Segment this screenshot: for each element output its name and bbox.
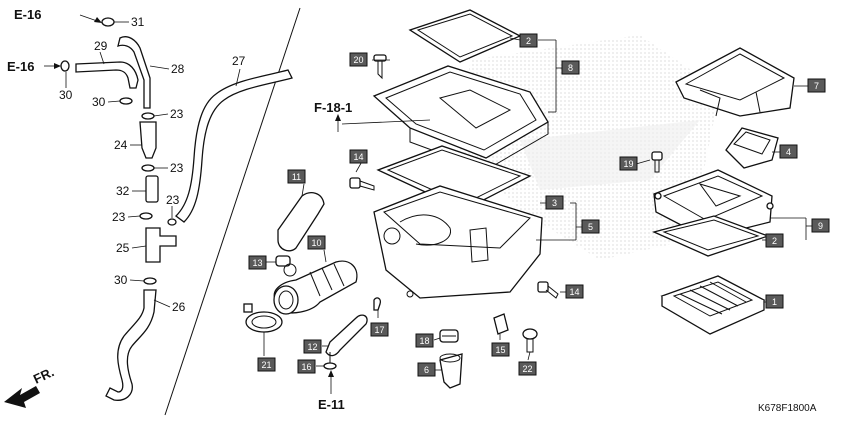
label-32: 32 <box>116 184 130 198</box>
boxed-label-6: 6 <box>417 362 436 377</box>
label-24: 24 <box>114 138 128 152</box>
boxed-label-5: 5 <box>581 219 600 234</box>
svg-text:12: 12 <box>307 342 317 352</box>
ref-e16-left: E-16 <box>7 59 34 74</box>
screw-20 <box>373 54 387 80</box>
boxed-label-20: 20 <box>349 52 368 67</box>
boxed-label-4: 4 <box>779 144 798 159</box>
tube-12 <box>325 314 368 357</box>
boxed-label-2-top: 2 <box>519 33 538 48</box>
label-31: 31 <box>131 15 145 29</box>
svg-text:10: 10 <box>311 238 321 248</box>
svg-text:6: 6 <box>424 365 429 375</box>
label-25: 25 <box>116 241 130 255</box>
boxed-label-21: 21 <box>257 357 276 372</box>
svg-text:20: 20 <box>353 55 363 65</box>
svg-text:2: 2 <box>526 36 531 46</box>
svg-text:21: 21 <box>261 360 271 370</box>
svg-text:7: 7 <box>814 81 819 91</box>
svg-text:17: 17 <box>374 325 384 335</box>
boxed-label-8: 8 <box>561 60 580 75</box>
boxed-label-14-upper: 14 <box>349 149 368 164</box>
drain-plug-6 <box>439 353 463 389</box>
label-23b: 23 <box>170 161 184 175</box>
svg-text:15: 15 <box>495 345 505 355</box>
air-filter-element-1 <box>660 275 766 335</box>
bolt-19 <box>651 151 663 173</box>
element-housing-9 <box>653 169 774 240</box>
air-cleaner-case-5 <box>373 185 543 299</box>
boxed-label-3: 3 <box>545 195 564 210</box>
ref-fr: FR. <box>31 364 56 386</box>
label-29: 29 <box>94 39 108 53</box>
boxed-label-10: 10 <box>307 235 326 250</box>
boxed-label-7: 7 <box>807 78 826 93</box>
clamp-18 <box>439 329 459 343</box>
label-30b: 30 <box>92 95 106 109</box>
label-28: 28 <box>171 62 185 76</box>
label-26: 26 <box>172 300 186 314</box>
front-direction-arrow: FR. <box>4 364 56 408</box>
intake-housing-7 <box>675 47 795 117</box>
clip-13 <box>275 255 297 277</box>
label-27: 27 <box>232 54 246 68</box>
label-30a: 30 <box>59 88 73 102</box>
hose-27 <box>175 69 293 223</box>
label-23d: 23 <box>112 210 126 224</box>
clip-15 <box>493 313 509 335</box>
svg-text:8: 8 <box>568 63 573 73</box>
boxed-label-13: 13 <box>248 255 267 270</box>
svg-text:4: 4 <box>786 147 791 157</box>
bolt-14-lower <box>537 281 559 299</box>
svg-text:14: 14 <box>353 152 363 162</box>
svg-text:18: 18 <box>419 336 429 346</box>
boxed-label-2-right: 2 <box>765 233 784 248</box>
leader-lines-left <box>65 21 241 308</box>
svg-text:19: 19 <box>623 159 633 169</box>
clip-17 <box>373 297 382 311</box>
svg-text:22: 22 <box>522 364 532 374</box>
boxed-label-17: 17 <box>370 322 389 337</box>
boxed-label-22: 22 <box>518 361 537 376</box>
ref-f18-1: F-18-1 <box>314 100 352 115</box>
boxed-label-9: 9 <box>811 218 830 233</box>
bolt-22 <box>522 328 538 353</box>
boxed-label-15: 15 <box>491 342 510 357</box>
svg-text:3: 3 <box>552 198 557 208</box>
svg-text:1: 1 <box>772 297 777 307</box>
boxed-label-11: 11 <box>287 169 306 184</box>
bolt-14-upper <box>349 177 375 191</box>
drawing-code: K678F1800A <box>758 403 817 414</box>
svg-text:16: 16 <box>301 362 311 372</box>
duct-4 <box>725 127 779 169</box>
svg-text:11: 11 <box>292 172 301 182</box>
boxed-label-14-lower: 14 <box>565 284 584 299</box>
boxed-label-12: 12 <box>303 339 322 354</box>
ref-e16-top: E-16 <box>14 7 41 22</box>
boxed-label-1: 1 <box>765 294 784 309</box>
svg-text:5: 5 <box>588 222 593 232</box>
boxed-label-19: 19 <box>619 156 638 171</box>
label-23c: 23 <box>166 193 180 207</box>
svg-text:13: 13 <box>252 258 262 268</box>
elbow-11 <box>277 192 325 252</box>
connecting-duct-10 <box>273 260 358 315</box>
label-30c: 30 <box>114 273 128 287</box>
label-23a: 23 <box>170 107 184 121</box>
boxed-label-18: 18 <box>415 333 434 348</box>
svg-text:14: 14 <box>569 287 579 297</box>
boxed-label-16: 16 <box>297 359 316 374</box>
svg-text:9: 9 <box>818 221 823 231</box>
svg-text:2: 2 <box>772 236 777 246</box>
ref-e11: E-11 <box>318 397 345 412</box>
hose-assembly-left <box>60 17 177 401</box>
